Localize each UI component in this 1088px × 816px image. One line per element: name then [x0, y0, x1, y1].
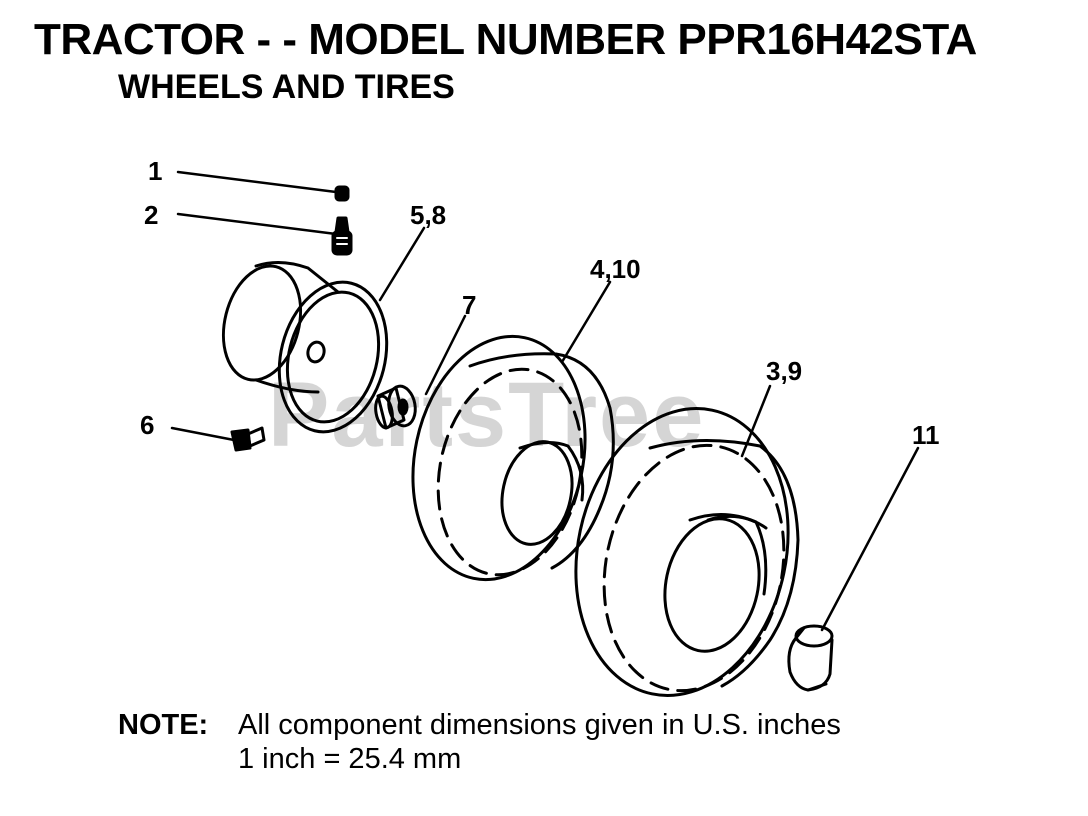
part-1-valve-cap: [334, 185, 350, 202]
watermark: PartsTree: [268, 364, 705, 466]
part-7-bushing: [374, 384, 417, 430]
diagram-subtitle: WHEELS AND TIRES: [118, 68, 455, 106]
callout-3-9: 3,9: [766, 356, 802, 386]
callout-1: 1: [148, 156, 162, 186]
note-line-1: All component dimensions given in U.S. i…: [238, 709, 841, 741]
callout-5-8: 5,8: [410, 200, 446, 230]
part-5-8-rim: [221, 261, 389, 434]
callout-7: 7: [462, 290, 476, 320]
part-2-valve-stem: [331, 216, 353, 256]
callout-2: 2: [144, 200, 158, 230]
leader-lines: [170, 170, 920, 632]
note-label: NOTE:: [118, 709, 209, 741]
note-line-2: 1 inch = 25.4 mm: [238, 743, 462, 775]
callout-6: 6: [140, 410, 154, 440]
callout-11: 11: [912, 420, 940, 450]
part-4-10-front-tire: [411, 334, 615, 582]
callout-4-10: 4,10: [590, 254, 641, 284]
part-11-bushing: [787, 624, 834, 692]
dimension-note: NOTE: All component dimensions given in U…: [118, 708, 841, 776]
diagram-title: TRACTOR - - MODEL NUMBER PPR16H42STA: [34, 15, 977, 64]
part-3-9-rear-tire: [574, 407, 800, 697]
part-6-bolt: [230, 426, 266, 452]
